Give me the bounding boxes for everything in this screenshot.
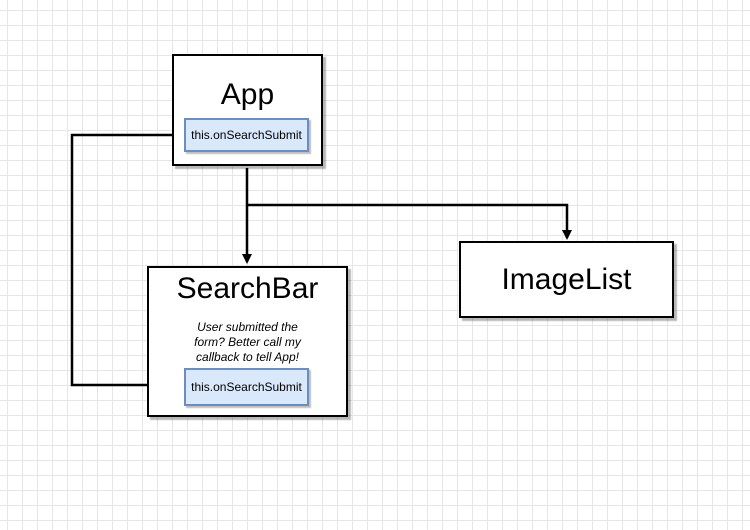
edge-callback-to-app [70, 130, 183, 387]
searchbar-title: SearchBar [176, 272, 319, 305]
searchbar-handler-box: this.onSearchSubmit [184, 368, 309, 406]
searchbar-note: User submitted the form? Better call my … [149, 320, 346, 365]
imagelist-title: ImageList [501, 263, 632, 296]
note-line: User submitted the [197, 320, 298, 334]
note-line: callback to tell App! [196, 350, 299, 364]
note-line: form? Better call my [194, 335, 301, 349]
app-handler-box: this.onSearchSubmit [184, 118, 309, 152]
app-title: App [220, 78, 275, 111]
edge-app-to-imagelist [247, 203, 572, 240]
imagelist-node: ImageList [459, 241, 674, 318]
